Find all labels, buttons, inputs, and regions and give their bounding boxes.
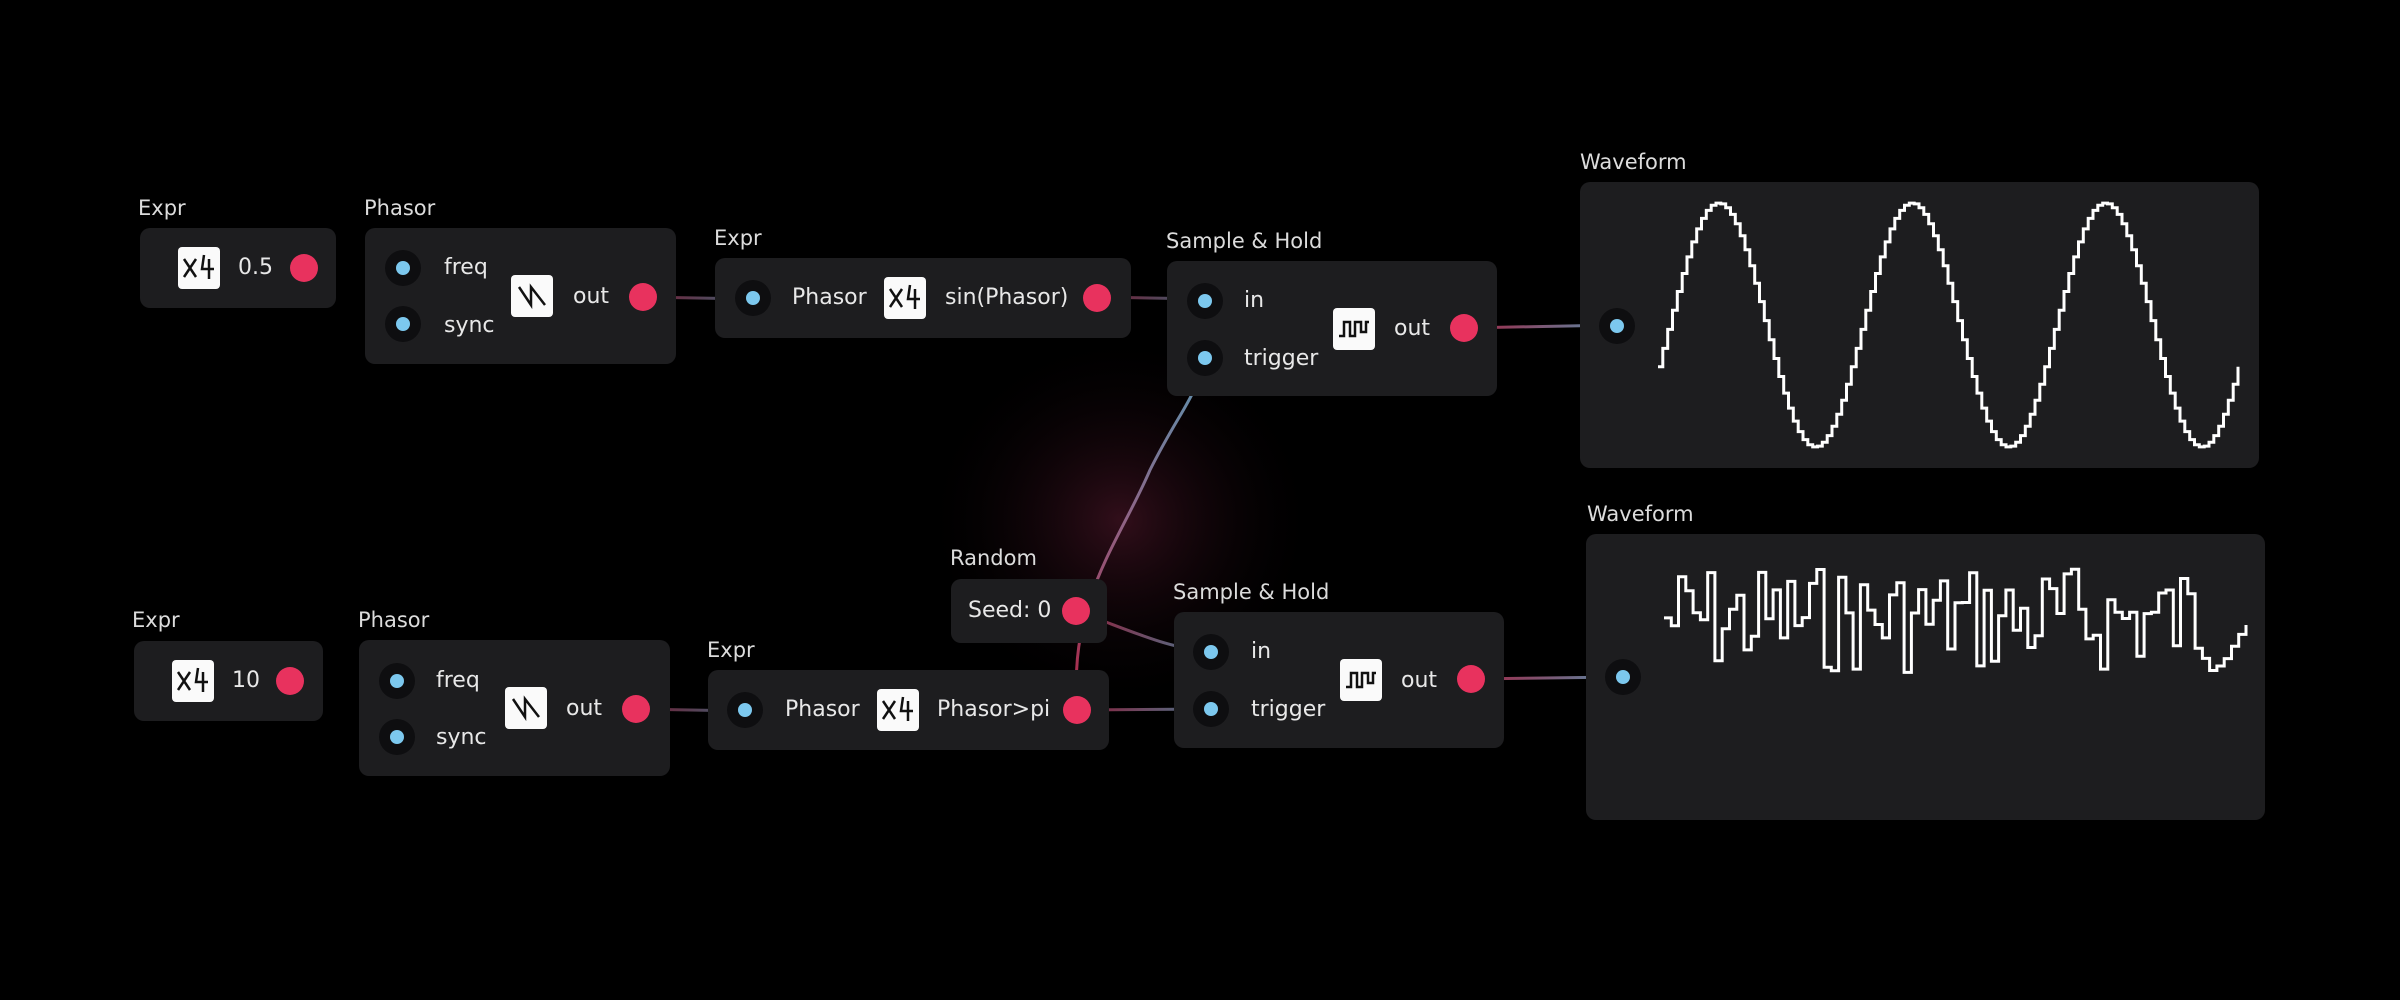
expr-icon xyxy=(884,277,926,319)
node-title: Expr xyxy=(138,196,186,220)
input-port-phasor[interactable] xyxy=(727,692,763,728)
output-port[interactable] xyxy=(1450,314,1478,342)
input-port-phasor[interactable] xyxy=(735,280,771,316)
sawtooth-icon xyxy=(505,687,547,729)
port-label: out xyxy=(573,284,610,309)
port-label: trigger xyxy=(1244,346,1319,371)
expr-value[interactable]: 10 xyxy=(232,668,260,693)
port-label: in xyxy=(1244,288,1265,313)
output-port[interactable] xyxy=(276,667,304,695)
output-port[interactable] xyxy=(1062,597,1090,625)
port-label: freq xyxy=(444,255,488,280)
expr-node[interactable]: 10 xyxy=(134,641,323,721)
port-label: out xyxy=(1394,316,1431,341)
port-label: freq xyxy=(436,668,480,693)
input-port-signal[interactable] xyxy=(1605,659,1641,695)
phasor-node[interactable]: freq sync out xyxy=(365,228,676,364)
expr-icon xyxy=(172,660,214,702)
node-title: Sample & Hold xyxy=(1173,580,1330,604)
input-port-signal[interactable] xyxy=(1599,308,1635,344)
sample-hold-icon xyxy=(1340,659,1382,701)
input-port-freq[interactable] xyxy=(379,663,415,699)
output-port[interactable] xyxy=(1083,284,1111,312)
output-port[interactable] xyxy=(622,695,650,723)
node-title: Waveform xyxy=(1580,150,1687,174)
input-port-sync[interactable] xyxy=(379,719,415,755)
expr-icon xyxy=(877,689,919,731)
waveform-display-sine xyxy=(1658,201,2240,449)
expr-node[interactable]: Phasor sin(Phasor) xyxy=(715,258,1131,338)
output-port[interactable] xyxy=(290,254,318,282)
port-label: trigger xyxy=(1251,697,1326,722)
node-title: Expr xyxy=(707,638,755,662)
expr-value[interactable]: Phasor>pi xyxy=(937,697,1051,722)
port-label: sync xyxy=(436,725,487,750)
output-port[interactable] xyxy=(1457,665,1485,693)
sawtooth-icon xyxy=(511,275,553,317)
expr-node[interactable]: Phasor Phasor>pi xyxy=(708,670,1109,750)
input-port-trigger[interactable] xyxy=(1187,340,1223,376)
node-title: Expr xyxy=(714,226,762,250)
port-label: Phasor xyxy=(792,285,867,310)
node-title: Sample & Hold xyxy=(1166,229,1323,253)
node-title: Waveform xyxy=(1587,502,1694,526)
node-title: Phasor xyxy=(364,196,436,220)
node-title: Phasor xyxy=(358,608,430,632)
output-port[interactable] xyxy=(629,283,657,311)
random-node[interactable]: Seed: 0 xyxy=(951,579,1107,643)
input-port-sync[interactable] xyxy=(385,306,421,342)
expr-value[interactable]: 0.5 xyxy=(238,255,273,280)
waveform-node[interactable] xyxy=(1586,534,2265,820)
node-title: Expr xyxy=(132,608,180,632)
sample-hold-node[interactable]: in trigger out xyxy=(1174,612,1504,748)
expr-value[interactable]: sin(Phasor) xyxy=(945,285,1069,310)
expr-node[interactable]: 0.5 xyxy=(140,228,336,308)
input-port-freq[interactable] xyxy=(385,250,421,286)
port-label: out xyxy=(566,696,603,721)
input-port-trigger[interactable] xyxy=(1193,691,1229,727)
input-port-in[interactable] xyxy=(1193,634,1229,670)
port-label: out xyxy=(1401,668,1438,693)
input-port-in[interactable] xyxy=(1187,283,1223,319)
port-label: Phasor xyxy=(785,697,860,722)
waveform-node[interactable] xyxy=(1580,182,2259,468)
sample-hold-node[interactable]: in trigger out xyxy=(1167,261,1497,396)
random-seed[interactable]: Seed: 0 xyxy=(968,598,1052,623)
output-port[interactable] xyxy=(1063,696,1091,724)
expr-icon xyxy=(178,247,220,289)
sample-hold-icon xyxy=(1333,308,1375,350)
port-label: in xyxy=(1251,639,1272,664)
waveform-display-random xyxy=(1664,567,2248,674)
node-title: Random xyxy=(950,546,1037,570)
phasor-node[interactable]: freq sync out xyxy=(359,640,670,776)
port-label: sync xyxy=(444,313,495,338)
